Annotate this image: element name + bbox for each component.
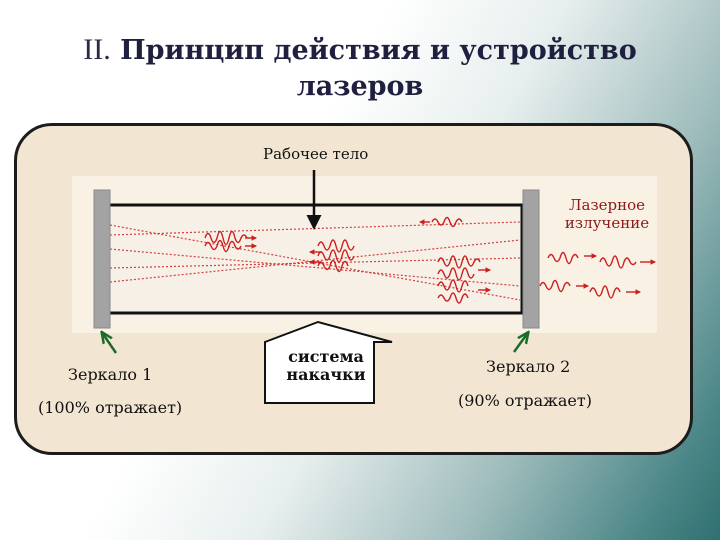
mirror-2-arrow	[512, 334, 527, 353]
title-line-2: лазеров	[296, 71, 424, 102]
photon-direction-arrows	[245, 219, 657, 295]
laser-output-line-2: излучение	[564, 214, 650, 232]
pump-system-arrow	[264, 320, 393, 404]
mirror-1-name: Зеркало 1	[68, 365, 153, 384]
pump-system-label: система накачки	[278, 348, 374, 384]
laser-output-label: Лазерное излучение	[555, 196, 659, 232]
mirror-2-name: Зеркало 2	[486, 357, 571, 376]
title-line-1: Принцип действия и устройство	[120, 35, 637, 66]
mirror-1	[93, 189, 111, 329]
photon-wave-packets	[204, 216, 637, 304]
laser-output-line-1: Лазерное	[568, 196, 646, 214]
mirror-2	[522, 189, 540, 329]
mirror-2-reflect: (90% отражает)	[458, 391, 592, 410]
title-number: II.	[83, 33, 111, 66]
slide-title: II. Принцип действия и устройство лазеро…	[0, 32, 720, 105]
pump-line-2: накачки	[286, 365, 366, 384]
mirror-1-arrow	[103, 334, 118, 354]
mirror-1-reflect: (100% отражает)	[38, 398, 183, 417]
working-body-label: Рабочее тело	[263, 145, 369, 163]
pump-line-1: система	[288, 347, 364, 366]
